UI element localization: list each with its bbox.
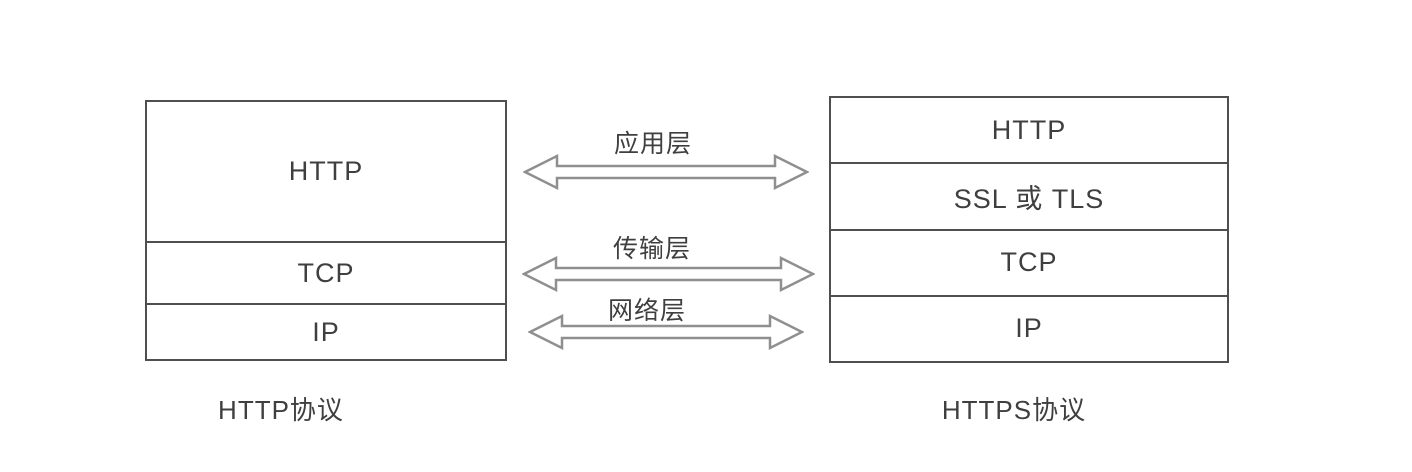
transport-layer-label: 传输层 <box>612 235 692 263</box>
network-layer-label: 网络层 <box>607 297 687 325</box>
http-stack-layer-http: HTTP <box>147 102 505 241</box>
https-protocol-stack: HTTP SSL 或 TLS TCP IP <box>829 96 1229 363</box>
layer-label: SSL 或 TLS <box>953 183 1105 214</box>
double-headed-arrow-icon <box>527 312 805 357</box>
application-layer-label: 应用层 <box>613 130 693 158</box>
http-protocol-stack: HTTP TCP IP <box>145 100 507 361</box>
layer-label: TCP <box>1000 247 1058 278</box>
https-stack-layer-tcp: TCP <box>831 228 1227 295</box>
https-stack-caption: HTTPS协议 <box>941 395 1087 425</box>
double-headed-arrow-icon <box>521 254 816 299</box>
layer-label: IP <box>312 316 340 347</box>
layer-label: HTTP <box>991 114 1067 145</box>
http-stack-layer-ip: IP <box>147 303 505 359</box>
layer-label: HTTP <box>288 156 364 186</box>
http-stack-layer-tcp: TCP <box>147 241 505 303</box>
layer-label: TCP <box>297 257 355 288</box>
double-headed-arrow-icon <box>522 152 810 197</box>
https-stack-layer-ssl-tls: SSL 或 TLS <box>831 162 1227 228</box>
layer-label: IP <box>1015 313 1043 344</box>
https-stack-layer-ip: IP <box>831 294 1227 361</box>
http-stack-caption: HTTP协议 <box>218 395 344 425</box>
https-stack-layer-http: HTTP <box>831 98 1227 162</box>
